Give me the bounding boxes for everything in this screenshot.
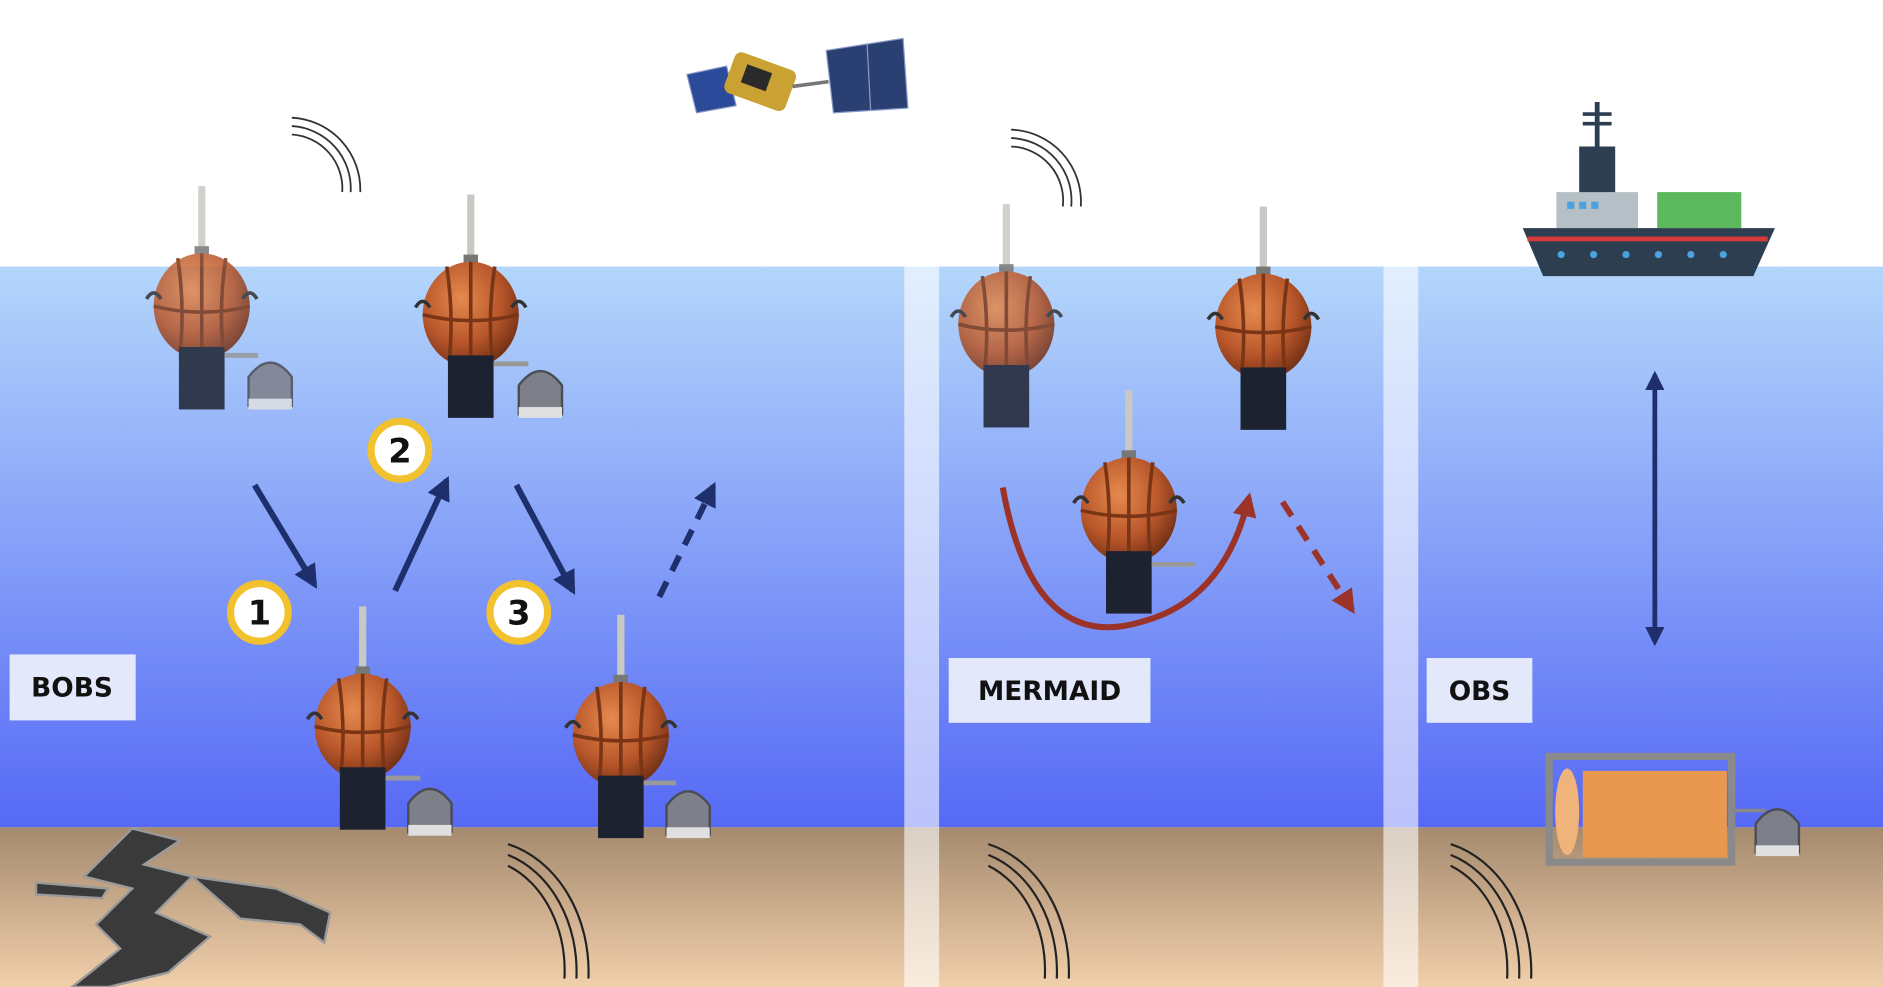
step-badge-1: 1: [226, 579, 292, 645]
bobs-trajectory-arrows: [252, 475, 717, 599]
mermaid-float-submerged: [1071, 388, 1195, 616]
panel-label-text: OBS: [1449, 676, 1511, 707]
bobs-float-surface-1: [144, 184, 294, 412]
seismic-wave-icon: [507, 843, 1533, 979]
bobs-float-surface-2: [413, 192, 564, 420]
mermaid-dive-arrow: [999, 486, 1257, 631]
panel-label-bobs: BOBS: [9, 654, 136, 721]
ascent-arrow: [392, 475, 450, 593]
step-number: 3: [507, 593, 530, 632]
step-number: 2: [388, 431, 411, 470]
panel-label-mermaid: MERMAID: [948, 658, 1151, 723]
descent-arrow: [252, 483, 318, 589]
seafloor-crack-icon: [34, 827, 332, 987]
panel-label-obs: OBS: [1426, 658, 1533, 723]
satellite-icon: [686, 37, 909, 114]
next-ascent-arrow: [656, 481, 717, 599]
mermaid-drift-arrow: [1280, 500, 1355, 615]
ship-icon: [1522, 102, 1775, 277]
water-column: [0, 266, 1883, 828]
step-number: 1: [248, 593, 271, 632]
bobs-float-seabed-1: [305, 604, 453, 837]
obs-instrument: [1545, 752, 1801, 866]
panel-divider: [1383, 266, 1419, 987]
panel-label-text: BOBS: [31, 672, 113, 703]
step-badge-2: 2: [367, 417, 433, 483]
signal-wave-icon: [291, 116, 1082, 207]
panel-label-text: MERMAID: [978, 676, 1121, 707]
bobs-float-seabed-2: [563, 612, 711, 840]
panel-divider: [904, 266, 940, 987]
step-badge-3: 3: [486, 579, 552, 645]
descent-arrow: [513, 483, 576, 595]
